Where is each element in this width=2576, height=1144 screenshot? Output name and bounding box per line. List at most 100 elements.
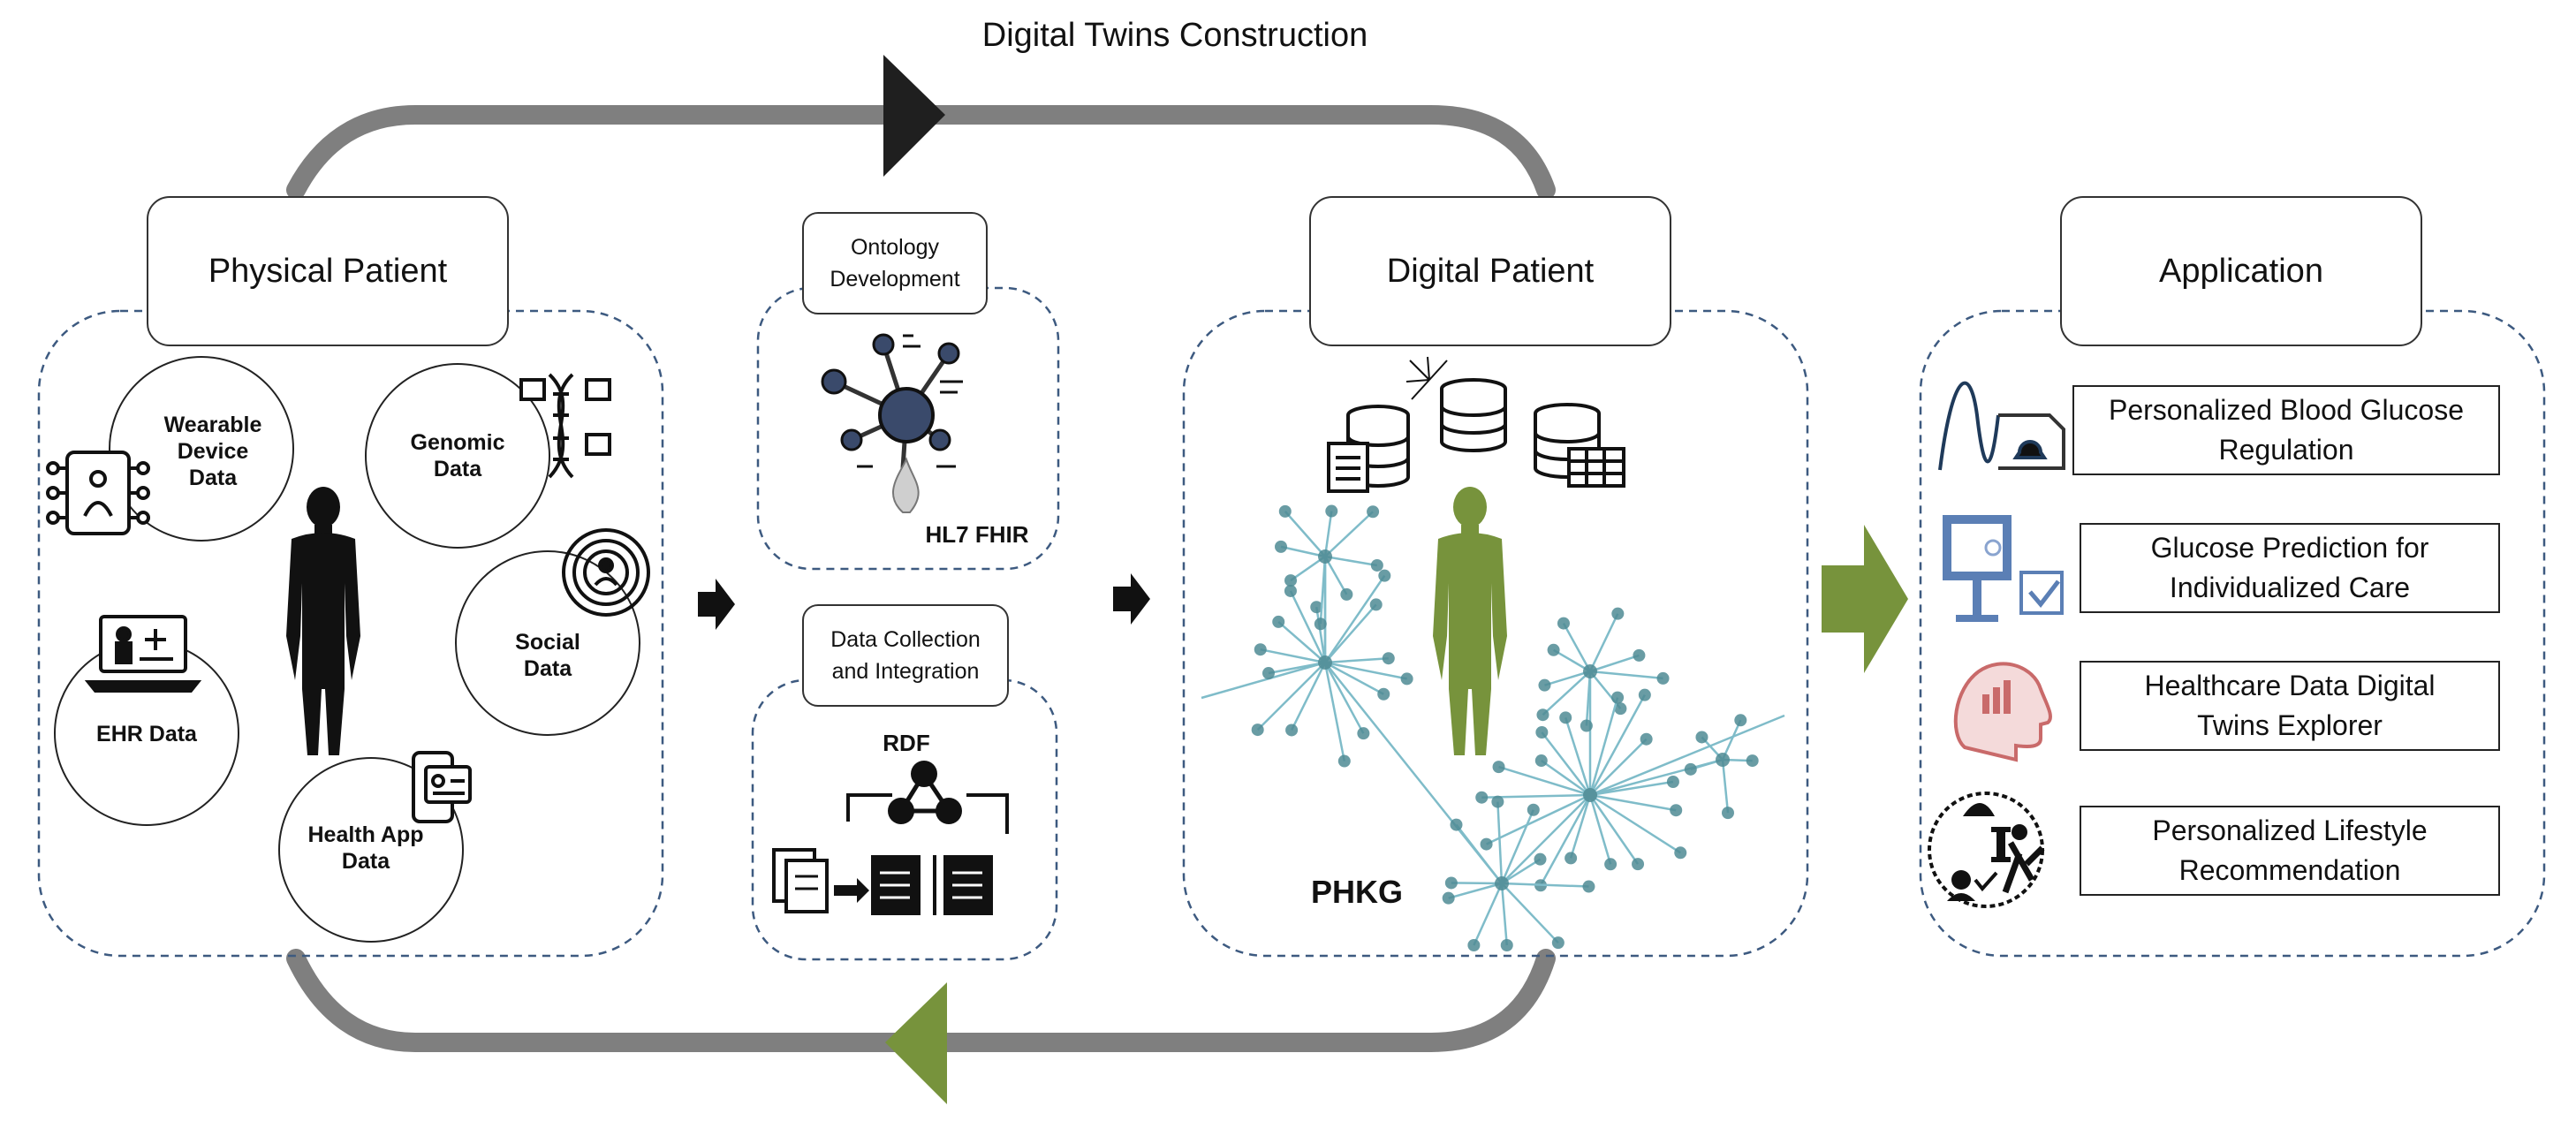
graph-node [1400,672,1413,686]
graph-edge [1315,607,1327,663]
database-table-icon [1534,403,1625,488]
graph-edge [1448,882,1503,899]
graph-edge [1569,794,1592,859]
graph-edge [1539,794,1592,886]
graph-edge [1588,794,1640,865]
graph-edge [1324,656,1389,664]
graph-node [1534,754,1548,768]
graph-node [1547,643,1560,656]
graph-node [1442,891,1455,905]
graph-node [1734,714,1747,727]
graph-node [1557,617,1570,630]
graph-node [1450,818,1463,831]
social-network-icon [562,528,650,617]
graph-node [1527,803,1540,816]
graph-edge [1498,765,1591,797]
graph-node [1536,708,1549,722]
graph-node [1583,788,1597,802]
graph-node [1611,607,1625,620]
graph-edge [1589,714,1785,797]
graph-node [1638,688,1651,701]
graph-node [1325,504,1338,518]
phkg-knowledge-graph [1201,504,1785,951]
graph-edge [1588,694,1646,796]
graph-node [1382,652,1395,665]
graph-edge [1486,793,1591,845]
graph-node [1318,549,1332,564]
graph-edge [1290,662,1327,731]
graph-edge [1324,661,1384,695]
wearable-circle [109,356,294,542]
graph-edge [1256,662,1326,731]
app-item-blood-glucose: Personalized Blood Glucose Regulation [2072,385,2500,475]
wearable-label: Wearable Device Data [163,413,262,490]
graph-node [1583,664,1597,678]
graph-edge [1501,882,1589,888]
graph-node [1716,753,1730,767]
data-explorer-head-icon [1953,662,2052,762]
graph-edge [1324,603,1377,663]
database-network-icon [1405,356,1507,452]
prediction-monitor-icon [1943,515,2064,622]
graph-edge [1323,511,1333,557]
graph-node [1318,655,1332,670]
glucose-waveform-icon [1938,381,2065,471]
app-item-lifestyle: Personalized Lifestyle Recommendation [2080,806,2500,896]
graph-edge [1541,760,1591,797]
graph-edge [1473,883,1504,946]
graph-node [1721,807,1734,820]
graph-edge [1323,662,1365,734]
graph-edge [1323,662,1346,761]
graph-node [1377,687,1390,701]
graph-edge [1500,809,1534,884]
graph-node [1614,702,1627,716]
graph-node [1695,731,1708,744]
graph-node [1367,505,1380,519]
arrow-digital-to-application [1822,525,1908,673]
social-circle [455,550,640,736]
dna-icon [519,373,611,479]
graph-edge [1455,823,1503,884]
graph-node [1261,667,1275,680]
graph-node [1535,725,1549,739]
rdf-icon [772,761,1009,915]
graph-node [1604,858,1618,871]
digital-patient-header: Digital Patient [1309,196,1671,346]
graph-node [1278,504,1292,518]
graph-node [1251,724,1264,737]
health-app-phone-icon [412,751,472,823]
graph-edge [1589,654,1640,673]
graph-edge [1323,556,1348,595]
graph-node [1370,558,1383,572]
graph-node [1656,671,1670,685]
graph-node [1284,584,1297,597]
bottom-arrow-head [885,982,947,1104]
graph-node [1378,569,1391,582]
graph-edge [1284,511,1326,557]
graph-node [1337,754,1351,768]
graph-edge [1324,555,1378,567]
graph-edge [1589,793,1677,812]
database-doc-icon [1327,405,1410,493]
physical-human-figure [286,487,360,755]
graph-node [1611,691,1625,704]
graph-node [1272,615,1285,628]
social-label: Social Data [515,630,580,681]
data-collection-box: Data Collection and Integration [802,604,1009,707]
graph-node [1559,711,1572,724]
phkg-label: PHKG [1310,874,1403,910]
graph-edge [1319,556,1327,625]
graph-edge [1588,613,1619,672]
graph-edge [1589,738,1648,796]
graph-node [1340,587,1353,601]
graph-node [1357,727,1370,740]
top-arrow-head [883,55,945,177]
graph-node [1495,876,1509,890]
graph-edge [1541,731,1591,796]
graph-node [1492,761,1505,774]
graph-edge [1324,511,1374,557]
graph-edge [1585,670,1592,726]
graph-node [1684,762,1697,776]
graph-edge [1260,648,1326,664]
graph-node [1551,936,1565,950]
